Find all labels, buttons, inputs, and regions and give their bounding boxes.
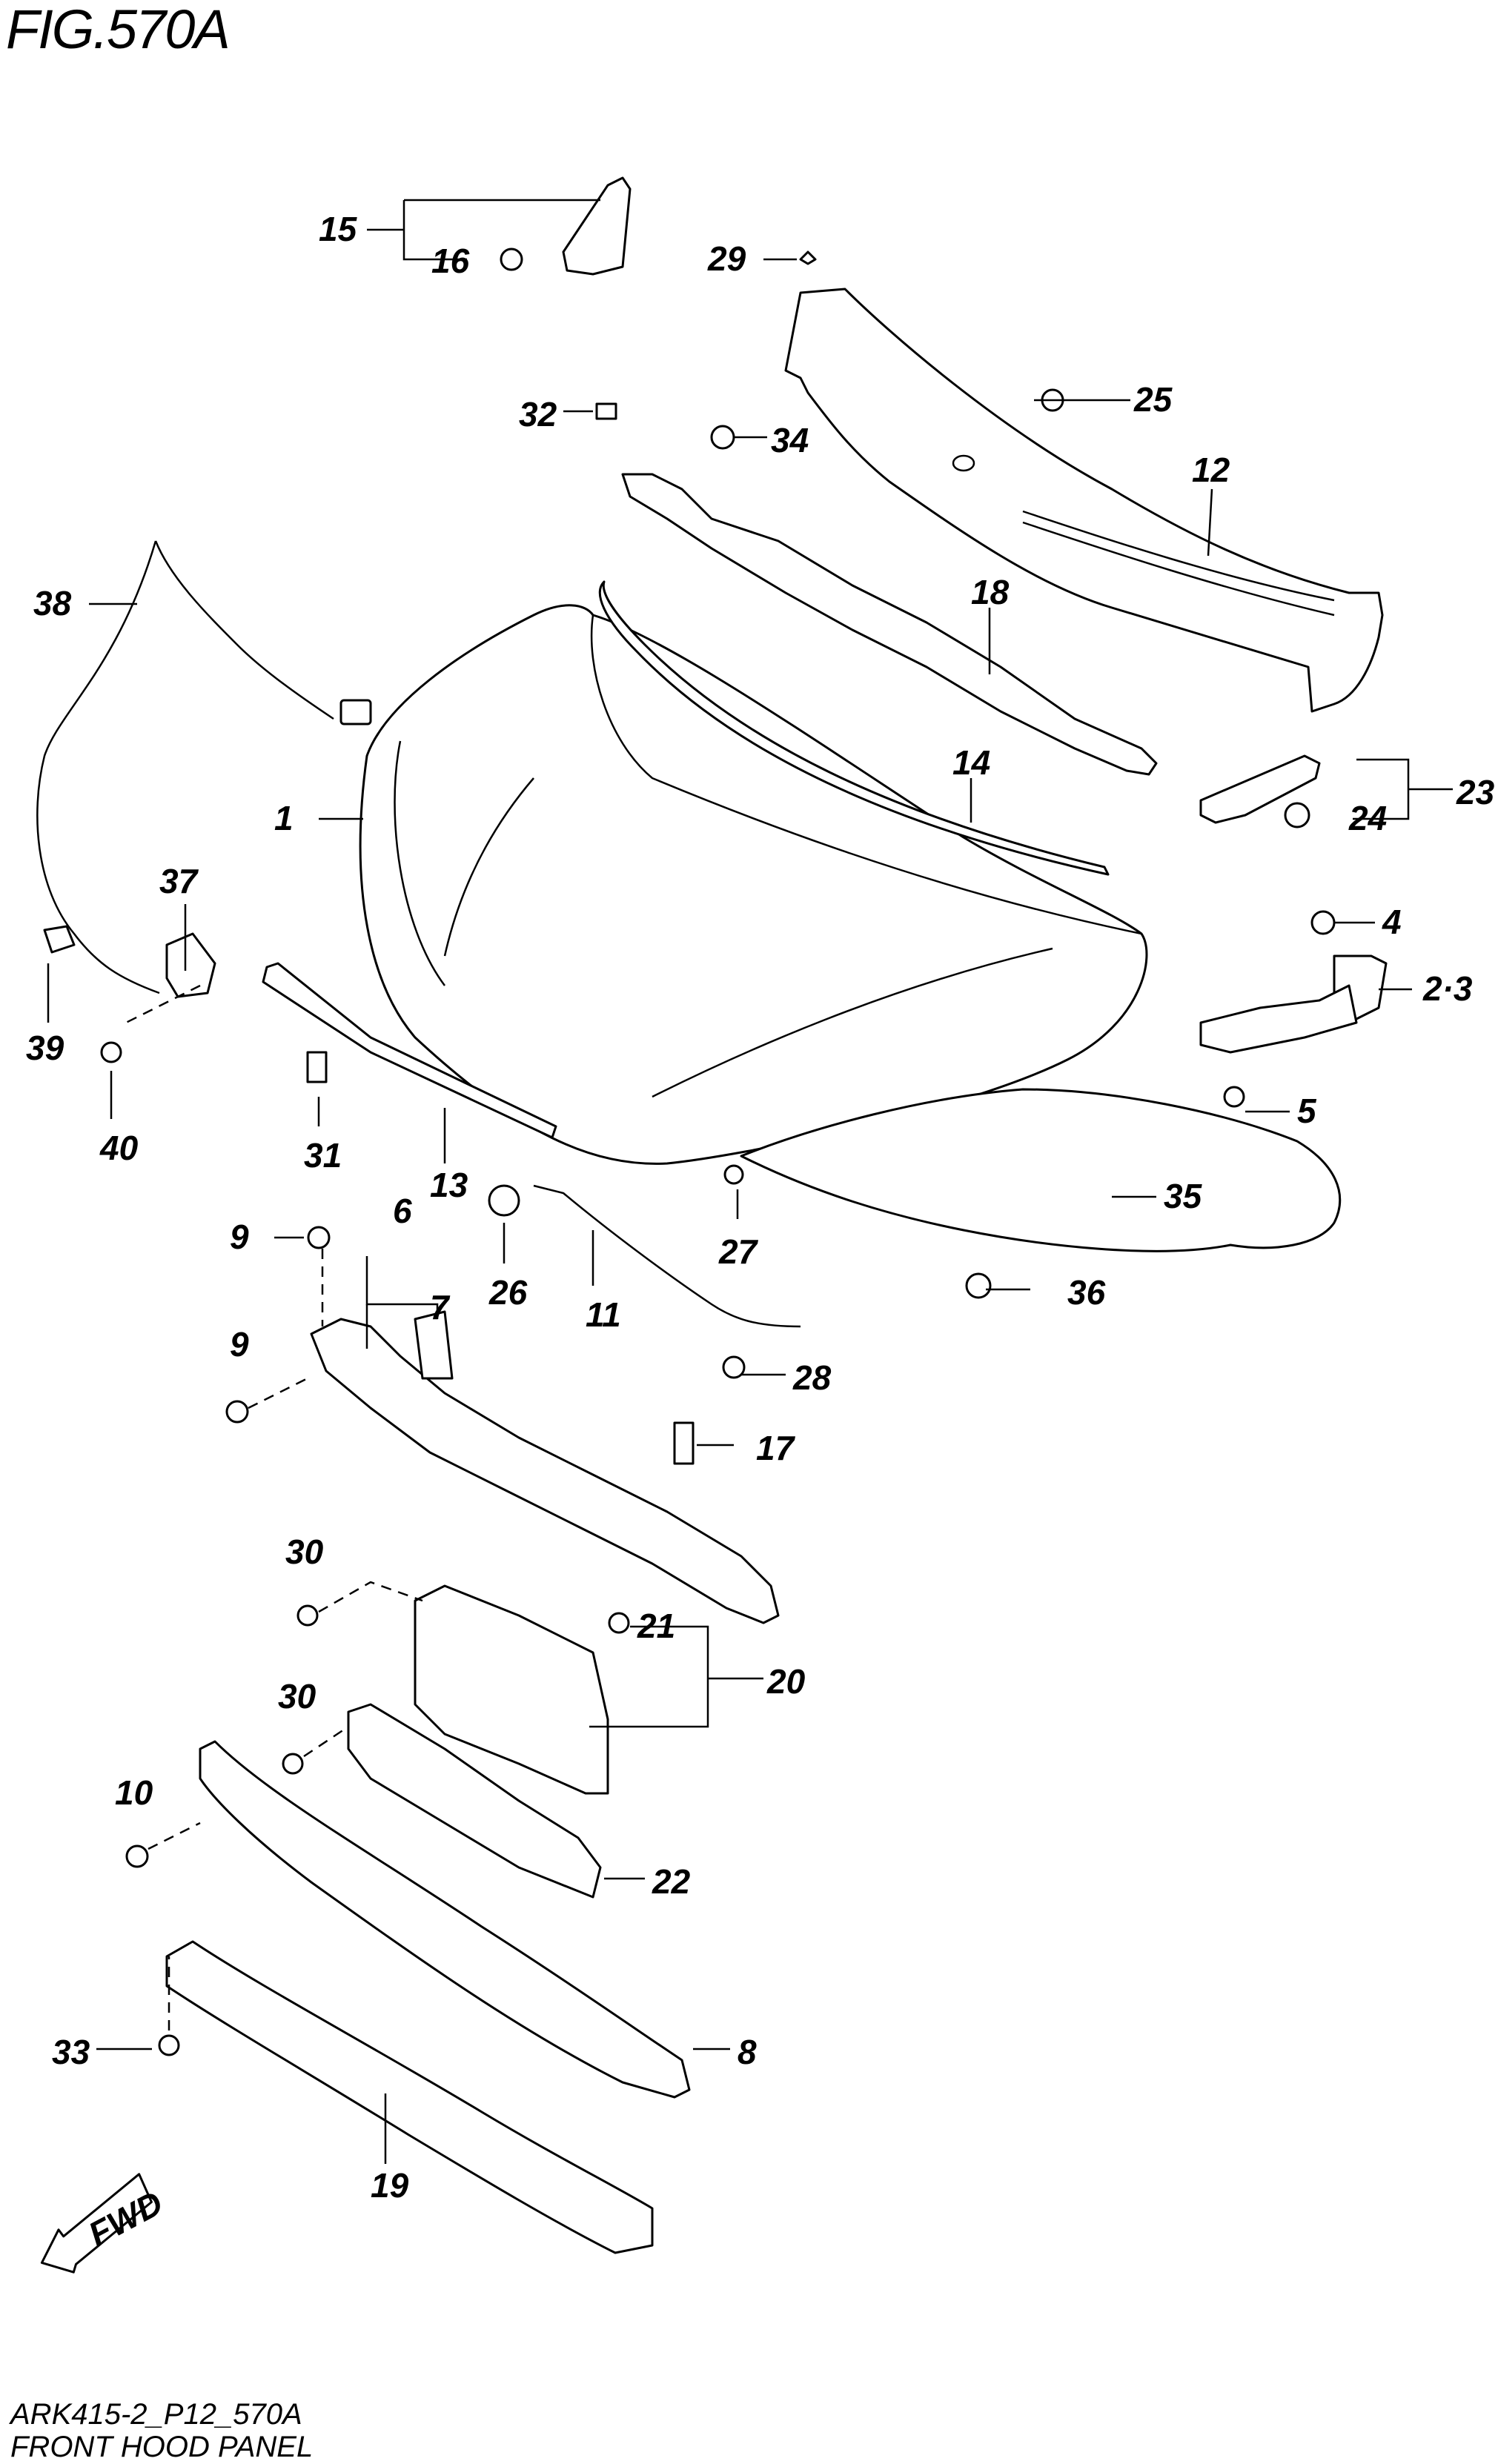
leader-lines	[47, 199, 1453, 2164]
callout-labels: 15 16 29 25 32 34 12 18 38 14 23 24 1 37…	[26, 210, 1495, 2205]
callout-5: 5	[1297, 1092, 1317, 1130]
callout-9a: 9	[230, 1218, 249, 1256]
callout-8: 8	[738, 2033, 757, 2071]
callout-6: 6	[393, 1192, 412, 1230]
callout-13: 13	[430, 1166, 468, 1204]
callout-25: 25	[1133, 380, 1173, 419]
callout-14: 14	[952, 743, 990, 782]
callout-18: 18	[971, 573, 1010, 611]
part-hood-stay[interactable]	[533, 1184, 801, 1328]
figure-code: ARK415-2_P12_570A	[10, 2398, 302, 2431]
callout-11: 11	[586, 1295, 621, 1334]
callout-1: 1	[274, 799, 294, 837]
callout-2-3: 2·3	[1422, 969, 1473, 1008]
callout-15: 15	[319, 210, 358, 248]
callout-39: 39	[26, 1029, 64, 1067]
callout-12: 12	[1192, 451, 1230, 489]
part-cowl-top[interactable]	[784, 288, 1384, 713]
callout-7: 7	[430, 1288, 451, 1326]
callout-36: 36	[1067, 1273, 1106, 1312]
callout-37: 37	[159, 862, 199, 900]
part-hood-lock[interactable]	[165, 932, 216, 998]
part-bumper-reinforcement[interactable]	[199, 1740, 691, 2099]
figure-caption: FRONT HOOD PANEL	[10, 2431, 314, 2463]
callout-35: 35	[1164, 1177, 1203, 1215]
part-hood-seal-front[interactable]	[262, 962, 557, 1139]
callout-32: 32	[519, 395, 557, 434]
callout-31: 31	[304, 1136, 342, 1175]
callout-9b: 9	[230, 1325, 249, 1364]
callout-10: 10	[115, 1773, 153, 1812]
callout-30a: 30	[285, 1532, 324, 1571]
part-cowl-side-bracket[interactable]	[1199, 754, 1321, 824]
callout-29: 29	[707, 239, 746, 278]
callout-24: 24	[1348, 799, 1387, 837]
callout-23: 23	[1456, 773, 1495, 811]
callout-30b: 30	[278, 1677, 316, 1716]
callout-28: 28	[792, 1358, 832, 1397]
fwd-arrow: FWD	[40, 2173, 169, 2274]
part-lower-member[interactable]	[165, 1940, 654, 2254]
callout-33: 33	[52, 2033, 90, 2071]
fasteners	[43, 248, 1336, 2056]
part-hood-seal-rear[interactable]	[598, 580, 1110, 876]
callout-26: 26	[488, 1273, 528, 1312]
part-hood-silencer[interactable]	[740, 1088, 1342, 1252]
callout-40: 40	[99, 1129, 139, 1167]
callout-34: 34	[771, 421, 809, 459]
callout-16: 16	[431, 242, 470, 280]
part-cowl-end-cap[interactable]	[562, 176, 632, 276]
callout-4: 4	[1382, 903, 1402, 941]
part-cowl-bracket[interactable]	[621, 473, 1158, 776]
part-air-guide[interactable]	[414, 1584, 609, 1795]
part-hood-hinge[interactable]	[1199, 954, 1388, 1054]
part-cable-connector[interactable]	[339, 699, 372, 725]
callout-21: 21	[637, 1607, 675, 1645]
callout-27: 27	[718, 1232, 759, 1271]
callout-20: 20	[766, 1662, 806, 1701]
part-grille[interactable]	[347, 1703, 602, 1899]
callout-19: 19	[371, 2166, 409, 2205]
callout-22: 22	[652, 1862, 691, 1901]
figure-title: FIG.570A	[6, 0, 231, 60]
part-lock-support[interactable]	[310, 1318, 780, 1624]
callout-38: 38	[33, 584, 72, 622]
part-release-cable[interactable]	[36, 540, 334, 994]
callout-17: 17	[756, 1429, 796, 1467]
